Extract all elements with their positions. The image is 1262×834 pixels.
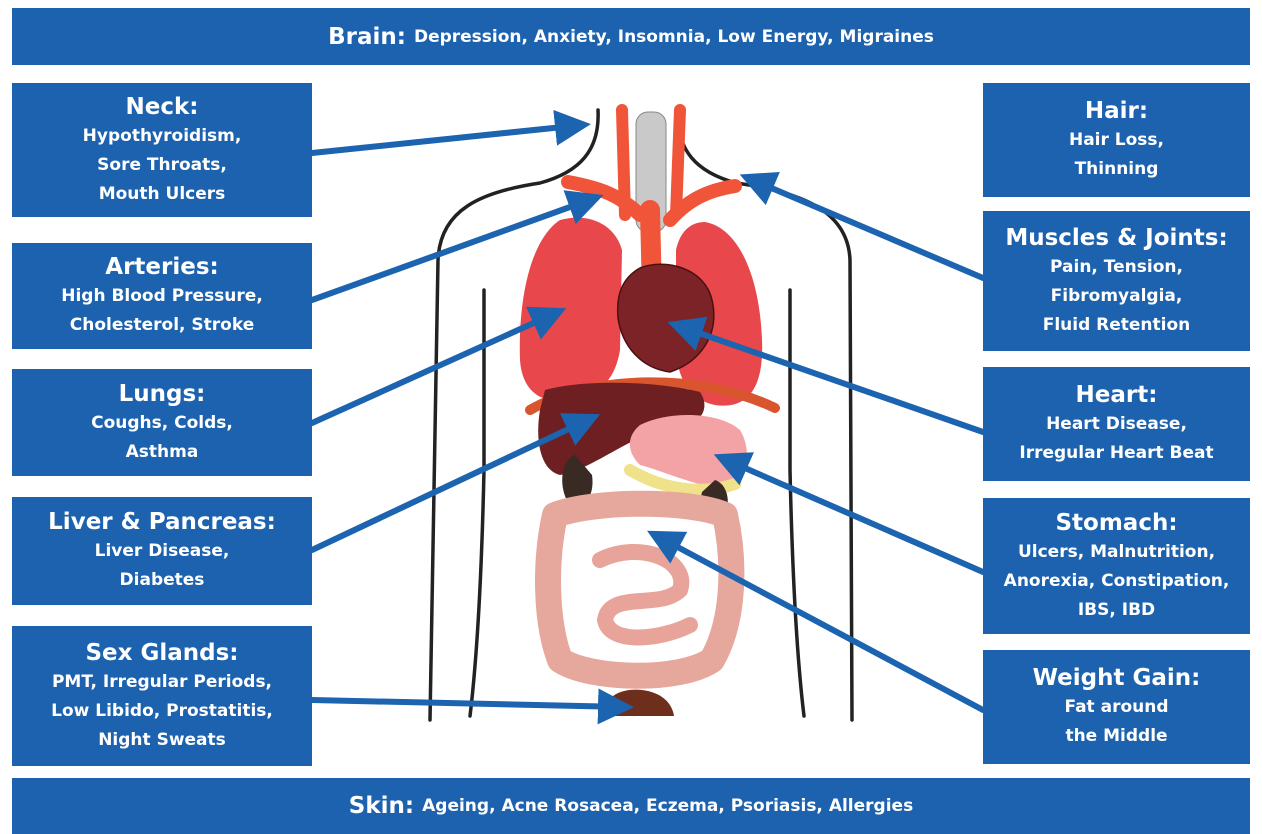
neck-title: Neck: [126,92,199,122]
lungs-title: Lungs: [119,379,206,409]
hair-line: Hair Loss, [1069,126,1164,155]
arrow-weight-gain [655,535,983,710]
muscles-joints-title: Muscles & Joints: [1005,223,1227,253]
heart-line: Heart Disease, [1046,410,1187,439]
brain-title: Brain: [328,24,406,50]
heart-line: Irregular Heart Beat [1019,439,1213,468]
skin-title: Skin: [349,793,414,819]
arteries-line: Cholesterol, Stroke [70,311,254,340]
sex-glands-line: PMT, Irregular Periods, [52,668,272,697]
lungs-line: Asthma [126,438,199,467]
stomach-line: IBS, IBD [1078,596,1155,625]
arrow-arteries [312,198,595,300]
muscles-joints-panel: Muscles & Joints: Pain, Tension, Fibromy… [983,211,1250,351]
hair-panel: Hair: Hair Loss, Thinning [983,83,1250,197]
sex-glands-line: Night Sweats [98,726,226,755]
stomach-title: Stomach: [1055,508,1177,538]
heart-panel: Heart: Heart Disease, Irregular Heart Be… [983,367,1250,481]
skin-banner: Skin: Ageing, Acne Rosacea, Eczema, Psor… [12,778,1250,834]
stomach-line: Anorexia, Constipation, [1004,567,1230,596]
neck-line: Sore Throats, [97,151,227,180]
neck-panel: Neck: Hypothyroidism, Sore Throats, Mout… [12,83,312,217]
arteries-title: Arteries: [105,252,218,282]
skin-text: Ageing, Acne Rosacea, Eczema, Psoriasis,… [422,796,913,816]
arrow-stomach [722,458,983,572]
neck-line: Mouth Ulcers [99,180,226,209]
liver-pancreas-title: Liver & Pancreas: [48,507,276,537]
brain-text: Depression, Anxiety, Insomnia, Low Energ… [414,27,934,47]
stomach-line: Ulcers, Malnutrition, [1018,538,1215,567]
hair-title: Hair: [1085,96,1148,126]
sex-glands-title: Sex Glands: [85,638,238,668]
weight-gain-title: Weight Gain: [1033,663,1201,693]
arteries-panel: Arteries: High Blood Pressure, Cholester… [12,243,312,349]
weight-gain-line: the Middle [1065,722,1167,751]
arrow-lungs [312,312,558,423]
arrow-liver [312,418,592,550]
sex-glands-panel: Sex Glands: PMT, Irregular Periods, Low … [12,626,312,766]
liver-pancreas-line: Diabetes [120,566,205,595]
stomach-panel: Stomach: Ulcers, Malnutrition, Anorexia,… [983,498,1250,634]
arrow-neck [312,125,582,153]
brain-banner: Brain: Depression, Anxiety, Insomnia, Lo… [12,8,1250,65]
arrow-sex-glands [312,700,625,707]
arrow-heart [676,325,983,432]
sex-glands-line: Low Libido, Prostatitis, [51,697,273,726]
muscles-joints-line: Fibromyalgia, [1051,282,1183,311]
hair-line: Thinning [1075,155,1159,184]
heart-title: Heart: [1076,380,1158,410]
lungs-panel: Lungs: Coughs, Colds, Asthma [12,369,312,476]
weight-gain-panel: Weight Gain: Fat around the Middle [983,650,1250,764]
muscles-joints-line: Pain, Tension, [1050,253,1183,282]
liver-pancreas-panel: Liver & Pancreas: Liver Disease, Diabete… [12,497,312,605]
lungs-line: Coughs, Colds, [91,409,233,438]
weight-gain-line: Fat around [1064,693,1168,722]
neck-line: Hypothyroidism, [83,122,242,151]
muscles-joints-line: Fluid Retention [1043,311,1191,340]
arteries-line: High Blood Pressure, [61,282,263,311]
liver-pancreas-line: Liver Disease, [95,537,230,566]
arrow-hair [748,178,983,278]
